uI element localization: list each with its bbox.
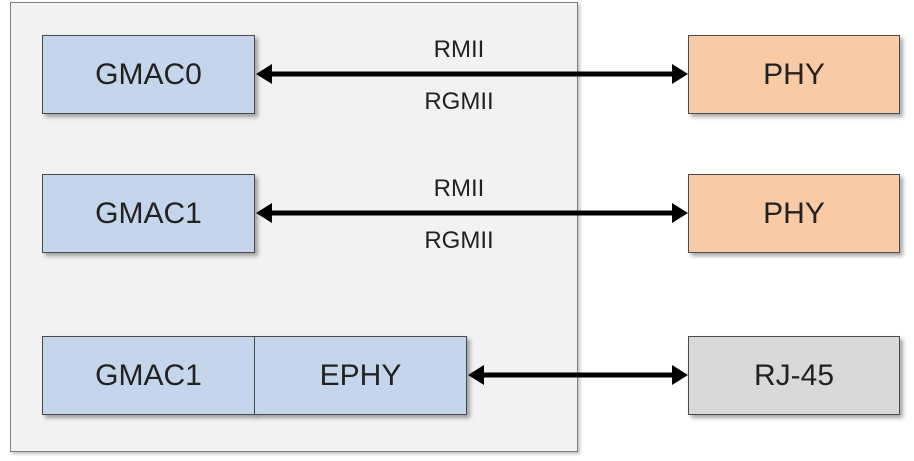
phy-block-row1: PHY	[688, 35, 900, 114]
rj45-block: RJ-45	[688, 336, 900, 415]
arrow-row1-right-head	[672, 64, 688, 84]
gmac1-block-ephy: GMAC1	[42, 336, 255, 415]
phy-label-row1: PHY	[763, 57, 825, 91]
ephy-block: EPHY	[254, 336, 467, 415]
gmac1-label: GMAC1	[95, 196, 202, 230]
gmac0-label: GMAC0	[95, 57, 202, 91]
rgmii-label-row1: RGMII	[424, 88, 494, 115]
gmac0-block: GMAC0	[42, 35, 255, 114]
arrow-row1-left-head	[256, 64, 272, 84]
rmii-label-row1: RMII	[433, 36, 485, 63]
phy-label-row2: PHY	[763, 196, 825, 230]
ephy-label: EPHY	[319, 358, 402, 392]
rmii-label-row2: RMII	[433, 175, 485, 202]
arrow-row2-left-head	[256, 203, 272, 223]
arrow-row3-right-head	[672, 365, 688, 385]
arrow-row3-left-head	[468, 365, 484, 385]
rgmii-label-row2: RGMII	[424, 227, 494, 254]
gmac1-ephy-label: GMAC1	[95, 358, 202, 392]
rj45-label: RJ-45	[753, 358, 835, 392]
gmac1-block: GMAC1	[42, 174, 255, 253]
arrow-row2-right-head	[672, 203, 688, 223]
phy-block-row2: PHY	[688, 174, 900, 253]
